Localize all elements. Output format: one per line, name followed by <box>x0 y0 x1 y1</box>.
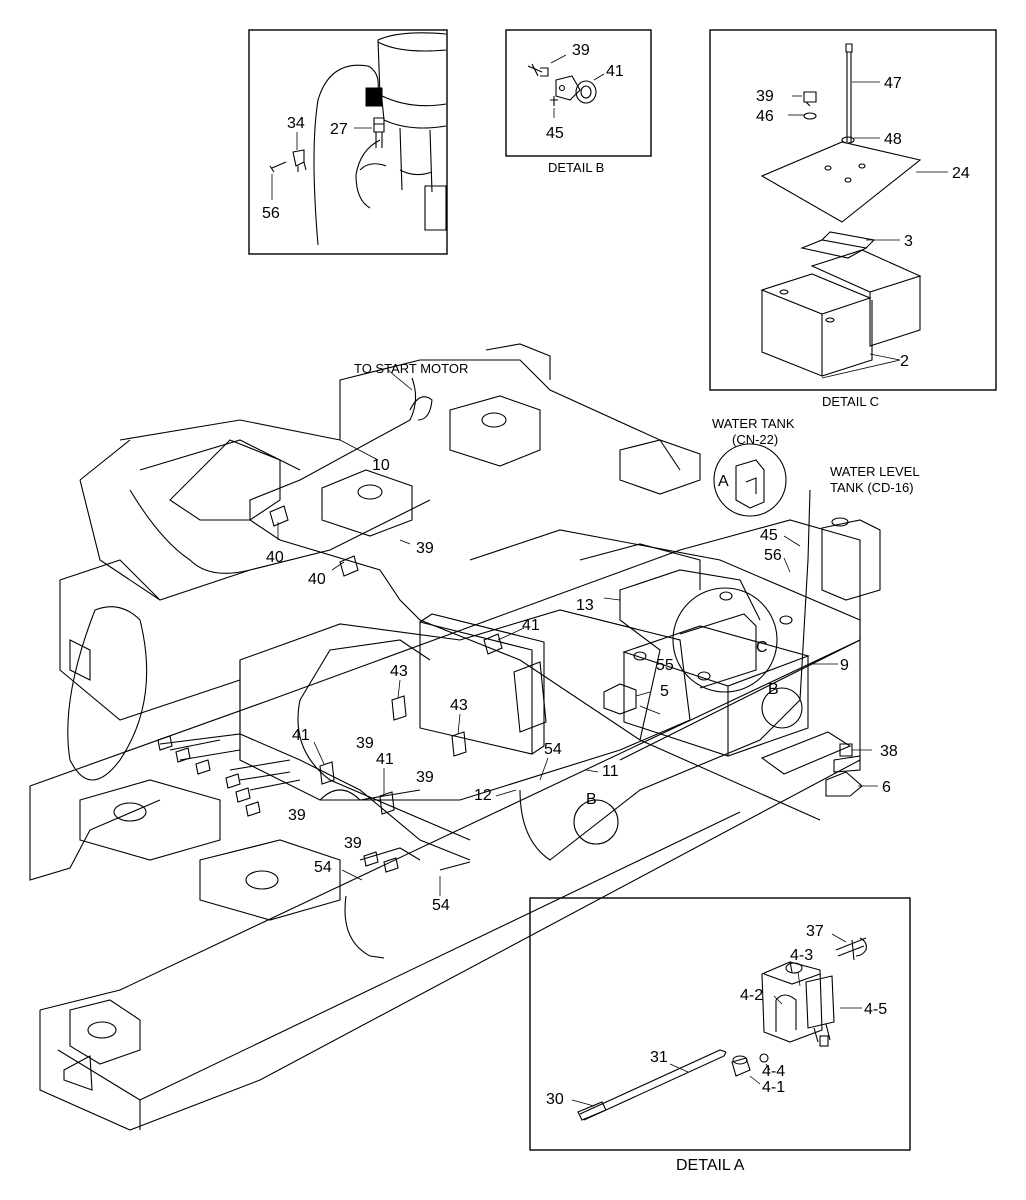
callout-4-4: 4-4 <box>762 1063 785 1080</box>
detail-c-ref-circle <box>672 587 778 693</box>
detail-b-ref-circle-2 <box>573 799 619 845</box>
detail-b-ref-circle-1 <box>761 687 803 729</box>
callout-54: 54 <box>544 741 562 758</box>
detail-a-ref-circle <box>713 443 787 517</box>
ref-letter-b: B <box>586 791 597 808</box>
callout-2: 2 <box>900 353 909 370</box>
callout-41: 41 <box>376 751 394 768</box>
to-start-motor-label: TO START MOTOR <box>354 361 468 376</box>
water-tank-code: (CN-22) <box>732 432 778 447</box>
callout-55: 55 <box>656 657 674 674</box>
callout-4-2: 4-2 <box>740 987 763 1004</box>
callout-48: 48 <box>884 131 902 148</box>
callout-41: 41 <box>522 617 540 634</box>
water-level-label: WATER LEVEL <box>830 464 920 479</box>
sensor-detail-panel: 34 27 56 <box>248 29 448 255</box>
detail-b-panel: 39 41 45 DETAIL B <box>505 29 652 175</box>
callout-40: 40 <box>308 571 326 588</box>
callout-39: 39 <box>416 540 434 557</box>
callout-39: 39 <box>572 42 590 59</box>
detail-a-panel: 37 4-3 4-2 4-5 31 30 4-4 4-1 DETAIL A <box>529 897 911 1174</box>
callout-4-1: 4-1 <box>762 1079 785 1096</box>
callout-45: 45 <box>760 527 778 544</box>
callout-9: 9 <box>840 657 849 674</box>
ref-letter-a: A <box>718 473 729 490</box>
callout-40: 40 <box>266 549 284 566</box>
ref-letter-c: C <box>756 639 768 656</box>
callout-13: 13 <box>576 597 594 614</box>
callout-11: 11 <box>602 763 619 780</box>
callout-41: 41 <box>292 727 310 744</box>
callout-39: 39 <box>356 735 374 752</box>
callout-5: 5 <box>660 683 669 700</box>
callout-4-3: 4-3 <box>790 947 813 964</box>
callout-39: 39 <box>416 769 434 786</box>
callout-45: 45 <box>546 125 564 142</box>
callout-56: 56 <box>262 205 280 222</box>
detail-c-caption: DETAIL C <box>822 394 879 409</box>
callout-3: 3 <box>904 233 913 250</box>
callout-41: 41 <box>606 63 624 80</box>
callout-39: 39 <box>756 88 774 105</box>
detail-c-panel: 47 39 46 48 24 3 2 DETAIL C <box>709 29 997 409</box>
callout-43: 43 <box>450 697 468 714</box>
callout-54: 54 <box>432 897 450 914</box>
callout-34: 34 <box>287 115 305 132</box>
ref-letter-b: B <box>768 681 779 698</box>
callout-24: 24 <box>952 165 970 182</box>
callout-31: 31 <box>650 1049 668 1066</box>
callout-37: 37 <box>806 923 824 940</box>
callout-27: 27 <box>330 121 348 138</box>
callout-30: 30 <box>546 1091 564 1108</box>
callout-54: 54 <box>314 859 332 876</box>
callout-6: 6 <box>882 779 891 796</box>
connector-block <box>365 87 383 107</box>
callout-56: 56 <box>764 547 782 564</box>
callout-39: 39 <box>344 835 362 852</box>
callout-4-5: 4-5 <box>864 1001 887 1018</box>
water-tank-label: WATER TANK <box>712 416 795 431</box>
callout-46: 46 <box>756 108 774 125</box>
callout-47: 47 <box>884 75 902 92</box>
callout-10: 10 <box>372 457 390 474</box>
water-level-code: TANK (CD-16) <box>830 480 914 495</box>
main-frame-assembly: TO START MOTOR WATER TANK (CN-22) WATER … <box>29 343 920 1131</box>
callout-12: 12 <box>474 787 492 804</box>
callout-43: 43 <box>390 663 408 680</box>
callout-39: 39 <box>288 807 306 824</box>
detail-b-caption: DETAIL B <box>548 160 604 175</box>
detail-a-caption: DETAIL A <box>676 1157 745 1174</box>
callout-38: 38 <box>880 743 898 760</box>
